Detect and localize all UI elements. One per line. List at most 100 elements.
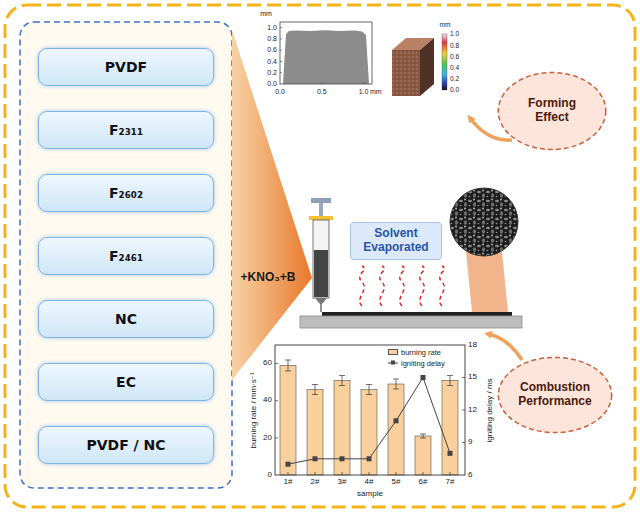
axis-label: 0.0	[450, 86, 459, 93]
binder-box: PVDF	[38, 48, 214, 86]
axis-label: 0.0	[267, 80, 277, 88]
node-text: F₂₄₆₁	[109, 248, 143, 264]
legend-row: burning rate	[388, 347, 441, 357]
axis-label: mm	[440, 21, 451, 28]
axis-label: 9	[468, 438, 472, 447]
axis-label: sample	[357, 490, 383, 499]
bar	[334, 380, 350, 475]
wave	[440, 266, 445, 306]
legend-line-sample	[388, 359, 398, 367]
axis-label: 7#	[446, 478, 455, 487]
binder-box: F₂₆₀₂	[38, 174, 214, 212]
axis-label: 0.5	[317, 88, 327, 96]
bar-chart	[275, 345, 465, 475]
flange	[309, 216, 333, 220]
axis-label: 4#	[365, 478, 374, 487]
block-front	[392, 50, 420, 96]
node-text: Solvent Evaporated	[357, 227, 435, 255]
wave	[360, 266, 365, 306]
axis-label: 6#	[419, 478, 428, 487]
axis-label: igniting delay / ms	[486, 378, 495, 442]
axis-label: 1#	[284, 478, 293, 487]
sem-image	[450, 188, 518, 256]
barrel	[313, 220, 329, 298]
tick-marks	[275, 364, 465, 475]
ellipse-shape	[498, 72, 606, 149]
plunger-rod	[319, 203, 323, 217]
axis-label: 0.8	[450, 42, 459, 49]
tip	[315, 298, 327, 304]
delay-markers	[286, 375, 453, 467]
marker	[340, 456, 345, 461]
marker	[367, 456, 372, 461]
needle	[320, 304, 322, 312]
ink	[314, 250, 328, 297]
delay-line	[288, 378, 450, 465]
axis-label: 0.6	[450, 53, 459, 60]
legend-swatch	[388, 349, 398, 355]
axis-label: 20	[263, 434, 272, 443]
legend-row: igniting delay	[388, 358, 445, 368]
bar	[280, 365, 296, 475]
node-text: F₂₃₁₁	[109, 122, 143, 138]
binder-box: PVDF / NC	[38, 426, 214, 464]
wave	[420, 266, 425, 306]
axis-label: 6	[468, 471, 472, 480]
bar	[307, 390, 323, 475]
axis-label: 0.0	[275, 88, 285, 96]
axis-label: 0.4	[267, 58, 277, 66]
legend-text: igniting delay	[401, 359, 445, 368]
node-text: EC	[116, 374, 136, 390]
color-scale	[442, 34, 447, 90]
axis-label: 1.0	[359, 88, 369, 96]
axis-label: mm	[370, 88, 382, 96]
node-text: Forming Effect	[512, 97, 593, 125]
axis-label: 0.6	[267, 46, 277, 54]
marker	[448, 451, 453, 456]
block-side	[420, 38, 434, 96]
axis-label: mm	[260, 10, 272, 18]
substrate	[300, 316, 522, 328]
axis-label: burning rate / mm·s⁻¹	[250, 372, 259, 448]
node-text: PVDF / NC	[86, 437, 165, 453]
marker	[421, 375, 426, 380]
axis-label: 0.8	[267, 35, 277, 43]
binder-box: F₂₄₆₁	[38, 237, 214, 275]
process-box: Solvent Evaporated	[350, 222, 442, 260]
plot-frame	[275, 345, 465, 475]
axis-label: 0.2	[267, 69, 277, 77]
vapour-waves	[360, 266, 445, 306]
binder-box: EC	[38, 363, 214, 401]
node-text: NC	[115, 311, 137, 327]
axis-label: 0.4	[450, 64, 459, 71]
bar	[442, 380, 458, 475]
axis-label: 40	[263, 396, 272, 405]
bar	[361, 390, 377, 475]
sample-marker	[391, 361, 395, 365]
reagent-label: +KNO₃+B	[241, 271, 296, 284]
axis-label: 1.0	[450, 30, 459, 37]
node-text: F₂₆₀₂	[109, 185, 143, 201]
marker	[394, 418, 399, 423]
zoom-wedge	[466, 252, 508, 312]
wave	[400, 266, 405, 306]
sample-block	[392, 38, 434, 96]
error-bars	[285, 360, 453, 438]
axis-label: 1.0	[267, 24, 277, 32]
plunger-cap	[311, 198, 331, 203]
axis-label: 3#	[338, 478, 347, 487]
effect-ellipse: Forming Effect	[496, 70, 608, 152]
axis-label: 15	[468, 373, 477, 382]
syringe	[309, 198, 333, 312]
node-text: PVDF	[105, 59, 147, 75]
axis-label: 12	[468, 406, 477, 415]
axis-label: 18	[468, 341, 477, 350]
plot-frame	[280, 22, 372, 84]
curved-arrow	[488, 334, 522, 360]
node-text: Combustion Performance	[512, 381, 598, 409]
marker	[313, 456, 318, 461]
axis-label: 2#	[311, 478, 320, 487]
profile-plot	[280, 22, 372, 84]
wave	[380, 266, 385, 306]
